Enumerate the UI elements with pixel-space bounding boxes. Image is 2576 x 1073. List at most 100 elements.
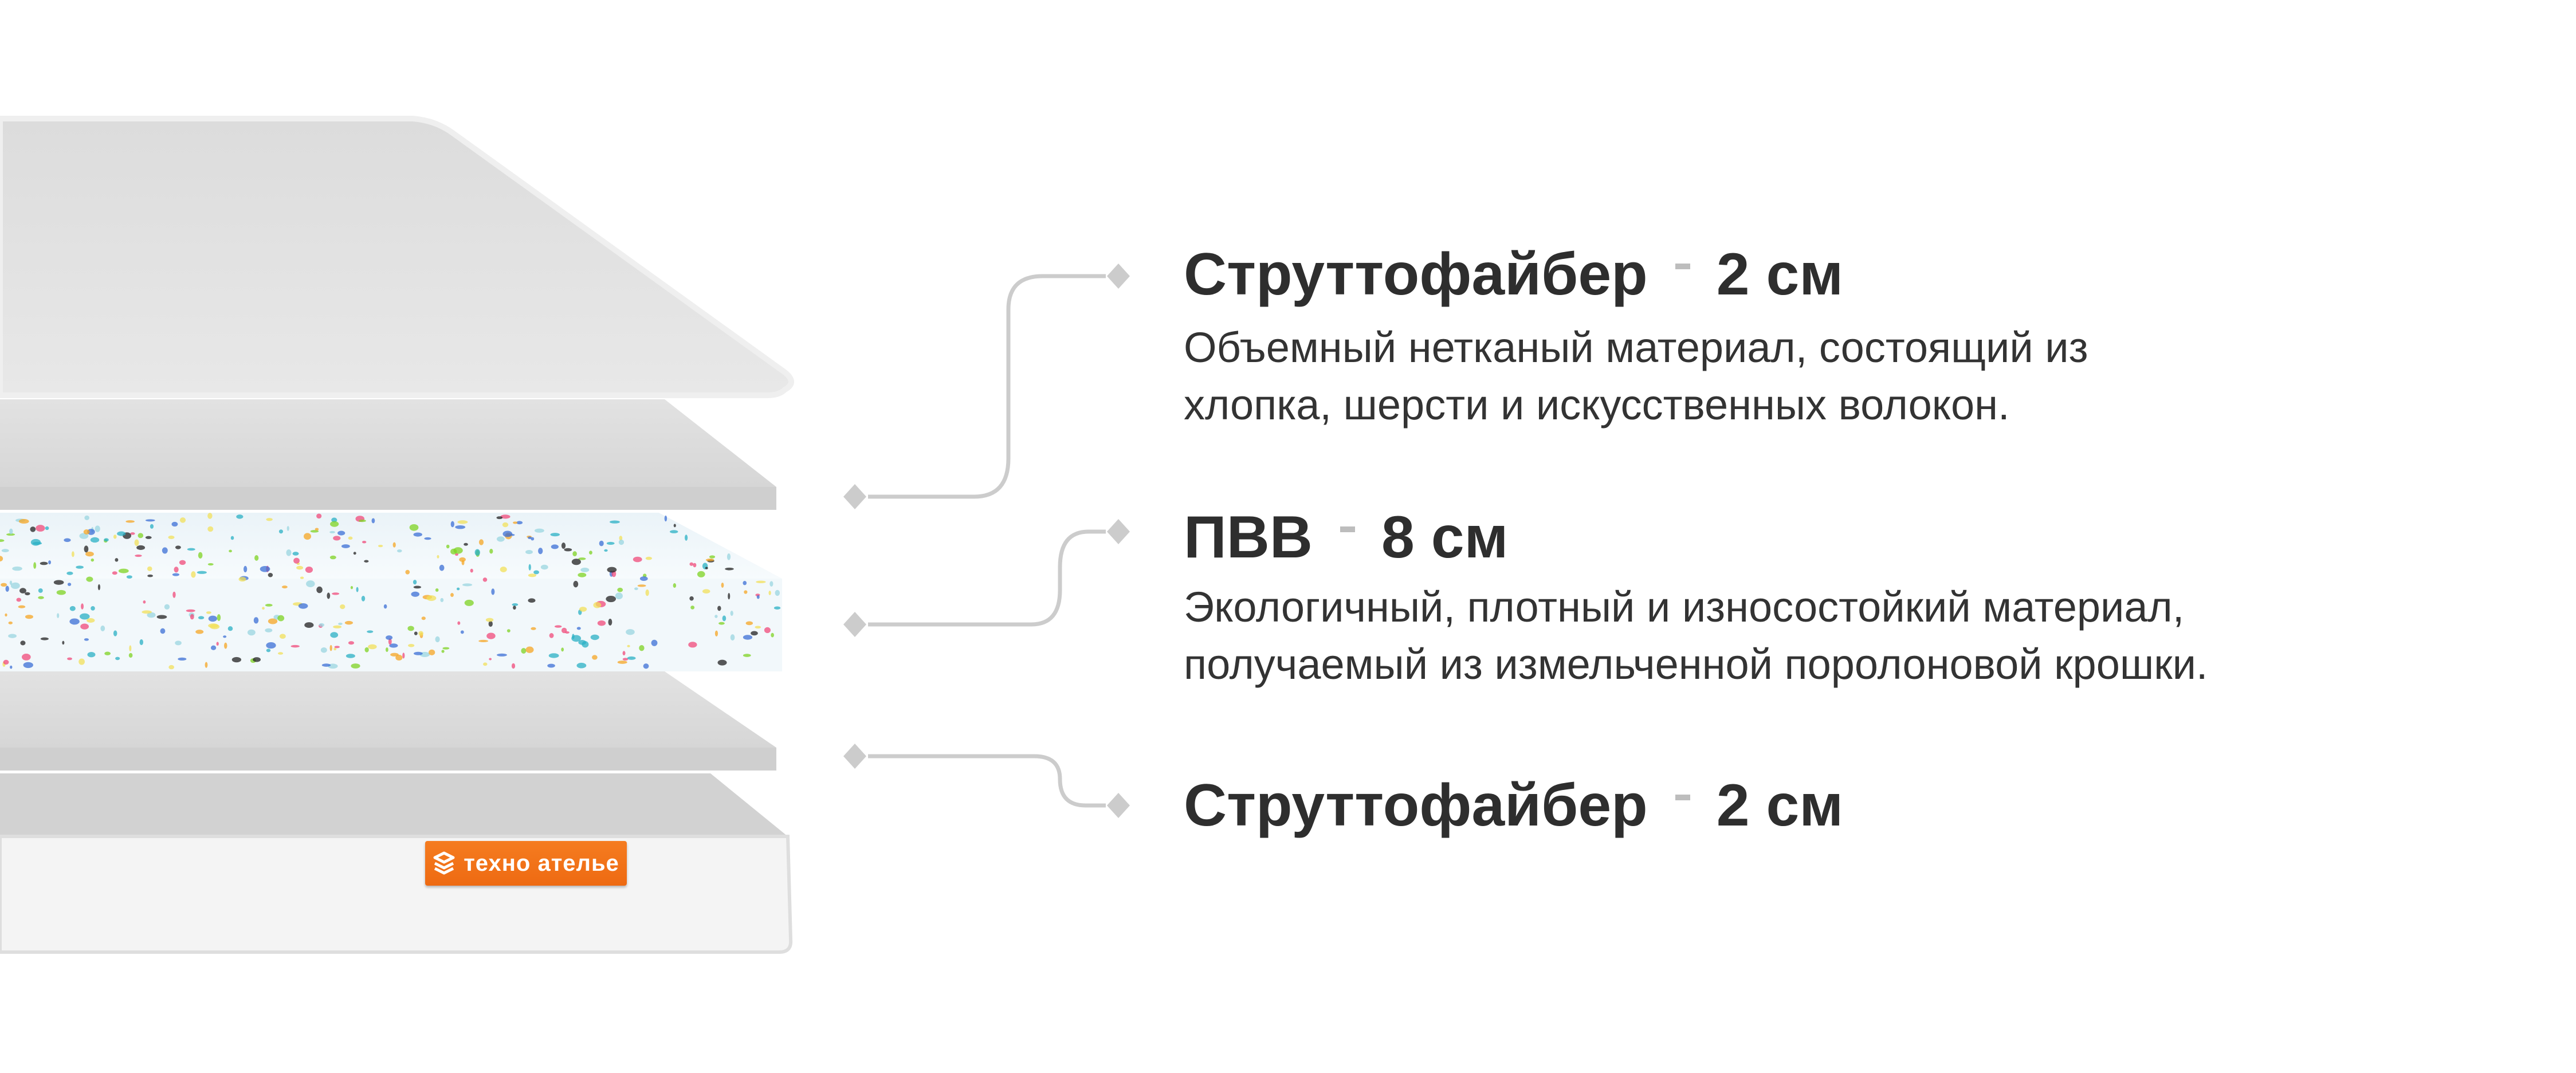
foam-speckle: [147, 566, 152, 571]
foam-speckle: [329, 555, 336, 560]
foam-speckle: [206, 611, 211, 614]
foam-speckle: [424, 537, 431, 540]
connector-1: [868, 274, 1106, 499]
diamond-icon: [1107, 264, 1130, 289]
foam-speckle: [531, 627, 536, 630]
foam-speckle: [5, 613, 7, 617]
foam-speckle: [10, 582, 20, 589]
foam-speckle: [531, 537, 535, 541]
foam-speckle: [18, 518, 29, 524]
foam-speckle: [333, 647, 337, 651]
layer-info-1: Струттофайбер 2 см Объемный нетканый мат…: [1184, 240, 2088, 434]
foam-speckle: [351, 663, 360, 669]
foam-speckle: [260, 565, 270, 572]
foam-speckle: [673, 583, 677, 588]
foam-speckle: [460, 630, 464, 634]
top-struttofiber-layer: [0, 399, 776, 510]
foam-speckle: [12, 566, 22, 571]
foam-speckle: [112, 571, 117, 575]
foam-speckle: [464, 599, 474, 606]
foam-speckle: [254, 555, 259, 561]
foam-speckle: [413, 580, 417, 585]
foam-speckle: [775, 589, 780, 596]
foam-speckle: [64, 538, 71, 543]
foam-speckle: [496, 653, 507, 657]
foam-speckle: [528, 573, 537, 577]
foam-speckle: [230, 536, 234, 540]
foam-speckle: [156, 615, 167, 619]
foam-speckle: [450, 593, 454, 598]
foam-speckle: [745, 621, 753, 626]
foam-speckle: [172, 591, 176, 598]
dash-separator: [1675, 795, 1690, 800]
foam-speckle: [340, 604, 345, 610]
foam-speckle: [627, 644, 630, 647]
foam-speckle: [617, 587, 623, 592]
foam-speckle: [56, 589, 66, 595]
foam-speckle: [618, 539, 625, 545]
foam-speckle: [345, 654, 355, 658]
foam-speckle: [645, 589, 649, 596]
foam-speckle: [145, 519, 155, 522]
foam-speckle: [408, 643, 415, 647]
foam-speckle: [85, 551, 94, 557]
foam-speckle: [25, 615, 33, 619]
foam-speckle: [195, 630, 204, 634]
foam-speckle: [446, 544, 450, 549]
foam-speckle: [608, 619, 612, 626]
foam-speckle: [364, 560, 369, 563]
diamond-icon: [1107, 793, 1130, 818]
foam-speckle: [755, 626, 761, 629]
foam-speckle: [266, 642, 276, 649]
foam-speckle: [714, 615, 718, 618]
foam-speckle: [538, 548, 543, 555]
foam-speckle: [79, 533, 89, 539]
foam-speckle: [266, 648, 271, 653]
foam-speckle: [619, 536, 623, 541]
foam-speckle: [395, 654, 403, 661]
foam-speckle: [113, 630, 117, 636]
brand-tag: техно ателье: [425, 841, 627, 886]
foam-speckle: [40, 561, 48, 565]
foam-speckle: [1, 549, 9, 553]
foam-speckle: [528, 536, 532, 540]
foam-speckle: [439, 564, 445, 571]
foam-speckle: [730, 634, 735, 641]
foam-speckle: [0, 556, 3, 562]
foam-speckle: [489, 549, 493, 554]
foam-speckle: [639, 645, 645, 651]
foam-speckle: [500, 566, 507, 573]
diamond-icon: [843, 744, 866, 769]
foam-speckle: [190, 614, 194, 620]
foam-speckle: [768, 591, 771, 595]
foam-speckle: [470, 568, 473, 573]
foam-speckle: [23, 662, 33, 669]
foam-speckle: [160, 628, 166, 634]
foam-speckle: [717, 606, 721, 611]
foam-speckle: [561, 647, 564, 652]
foam-speckle: [305, 566, 313, 573]
foam-speckle: [421, 616, 426, 620]
foam-speckle: [278, 529, 284, 534]
foam-speckle: [172, 573, 180, 576]
bottom-struttofiber-layer: [0, 671, 776, 771]
foam-speckle: [217, 614, 221, 621]
foam-speckle: [97, 584, 101, 591]
foam-speckle: [84, 545, 89, 553]
foam-speckle: [198, 552, 203, 559]
foam-speckle: [9, 528, 13, 534]
foam-speckle: [91, 606, 95, 611]
foam-speckle: [426, 595, 437, 602]
foam-speckle: [150, 524, 154, 529]
connector-2: [868, 529, 1106, 627]
foam-speckle: [179, 560, 186, 565]
foam-speckle: [279, 634, 286, 639]
foam-speckle: [478, 539, 484, 545]
foam-speckle: [717, 659, 727, 666]
foam-speckle: [521, 648, 527, 654]
foam-speckle: [502, 522, 509, 528]
foam-speckle: [356, 587, 359, 592]
foam-speckle: [95, 525, 100, 532]
foam-speckle: [516, 521, 523, 525]
foam-speckle: [362, 540, 367, 544]
